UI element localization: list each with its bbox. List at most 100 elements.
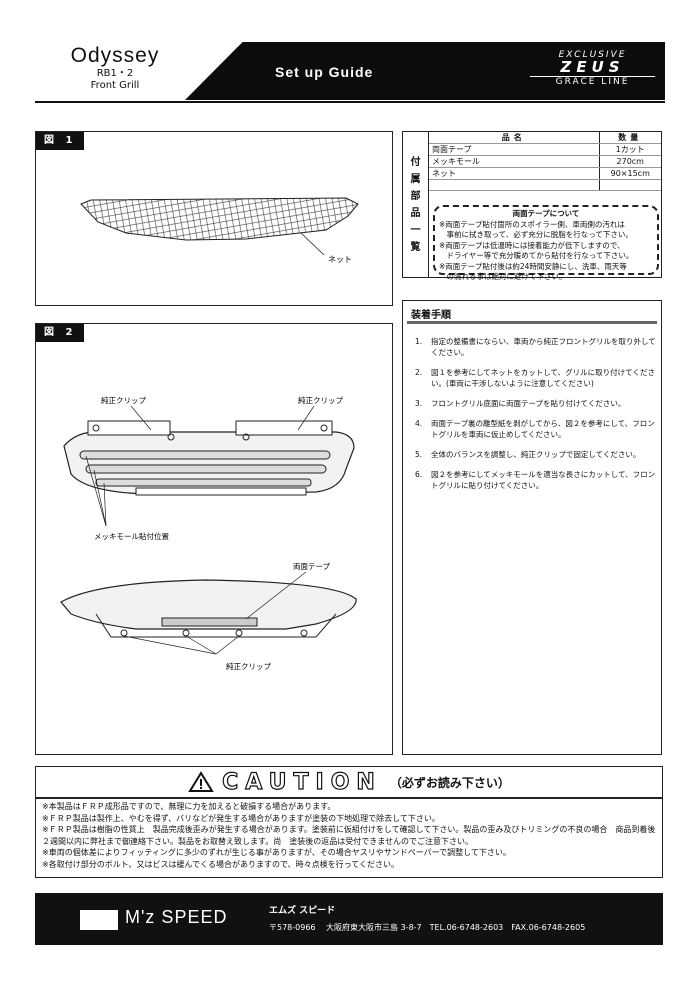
leader	[297, 405, 315, 431]
footer: M'z SPEED エムズ スピード 〒578-0966 大阪府東大阪市三島 3…	[35, 893, 663, 945]
list-item: 6. 図２を参考にしてメッキモールを適当な長さにカットして、フロントグリルに貼り付…	[415, 469, 661, 491]
notice-line: ※両面テープ貼付箇所のスポイラー側、車両側の汚れは	[439, 219, 625, 229]
logo-mark	[80, 910, 118, 930]
brand-logo: EXCLUSIVE ZEUS GRACE LINE	[530, 50, 655, 87]
header-rule	[35, 101, 665, 103]
net-shape	[80, 197, 359, 241]
net-leader	[300, 232, 325, 256]
tape-label: 両面テープ	[293, 562, 331, 571]
caution-list: ※本製品はＦＲＰ成形品ですので、無理に力を加えると破損する場合があります。 ※Ｆ…	[36, 799, 662, 872]
company-name: エムズ スピード	[269, 906, 336, 916]
part-name: 両面テープ	[429, 143, 599, 156]
warning-icon	[188, 771, 214, 792]
list-item: ※車両の個体差によりフィッティングに多少のずれが生じる事がありますが、その場合ヤ…	[42, 848, 511, 857]
steps-title: 装着手順	[411, 310, 451, 321]
grill-bottom-view	[60, 579, 357, 630]
list-item: ※本製品はＦＲＰ成形品ですので、無理に力を加えると破損する場合があります。	[42, 802, 336, 811]
net-label: ネット	[328, 255, 352, 264]
parts-table: 品名 数量 両面テープ 1カット メッキモール 270cm ネット 90×15c…	[429, 132, 661, 191]
step-text: 指定の整備書にならい、車両から純正フロントグリルを取り外してください。	[431, 337, 656, 357]
caution-header: CAUTION （必ずお読み下さい）	[36, 767, 662, 799]
list-item: ※各取付け部分のボルト、又はビスは緩んでくる場合がありますので、時々点検を行って…	[42, 859, 400, 869]
side-char: 覧	[410, 241, 421, 253]
notice-line: の濡れる事は絶対に避けて下さい。	[439, 272, 567, 281]
grill-lower-lip	[135, 487, 307, 496]
clip-hole	[167, 433, 175, 441]
step-text: 両面テープ裏の離型紙を剥がしてから、図２を参考にして、フロントグリルを車両に仮止…	[431, 419, 655, 439]
notice-line: ※両面テープは低温時には接着能力が低下しますので、	[439, 240, 625, 250]
model-name: Odyssey	[70, 44, 160, 67]
step-number: 2.	[415, 368, 423, 377]
step-text: 図２を参考にしてメッキモールを適当な長さにカットして、フロントグリルに貼り付けて…	[431, 470, 656, 490]
notice-title: 両面テープについて	[512, 209, 580, 218]
leader	[215, 635, 240, 655]
chassis-code: RB1・2	[96, 68, 134, 79]
clip-hole	[235, 629, 243, 637]
list-item: 5.全体のバランスを調整し、純正クリップで固定してください。	[415, 449, 661, 460]
steps-list: 1.指定の整備書にならい、車両から純正フロントグリルを取り外してください。 2.…	[415, 336, 661, 500]
parts-side-label: 付 属 部 品 一 覧	[403, 132, 429, 277]
part-name: ネット	[429, 167, 599, 180]
figure-1: 図 1 ネット	[35, 131, 393, 306]
leader	[103, 482, 107, 527]
molding-strip	[85, 464, 327, 474]
parts-list: 付 属 部 品 一 覧 品名 数量 両面テープ 1カット メッキモール 270c…	[402, 131, 662, 281]
net-diagram: ネット	[80, 197, 359, 264]
clip-hole	[120, 629, 128, 637]
grill-bottom-edge	[95, 613, 337, 638]
side-char: 属	[410, 173, 421, 185]
side-char: 品	[410, 207, 421, 219]
steps-rule	[407, 321, 657, 324]
clip-hole	[92, 424, 100, 432]
step-number: 3.	[415, 399, 423, 408]
side-char: 付	[410, 156, 421, 168]
guide-title: Set up Guide	[275, 64, 374, 80]
notice-line: 事前に拭き取って、必ず充分に脱脂を行なって下さい。	[439, 230, 633, 239]
caution-box: CAUTION （必ずお読み下さい） ※本製品はＦＲＰ成形品ですので、無理に力を…	[35, 766, 663, 878]
clip-label-left: 純正クリップ	[101, 395, 146, 405]
leader	[85, 455, 107, 527]
part-name: メッキモール	[429, 155, 599, 168]
leader	[185, 635, 217, 655]
table-row: ネット 90×15cm	[429, 167, 661, 180]
leader	[123, 635, 217, 655]
part-name: Front Grill	[90, 80, 140, 91]
clip-mount-left	[87, 420, 171, 436]
header-band	[185, 42, 665, 100]
brand-main: ZEUS	[560, 58, 625, 76]
table-row	[429, 179, 661, 191]
list-item: 3. フロントグリル底面に両面テープを貼り付けてください。	[415, 398, 661, 409]
col-name: 品名	[429, 132, 599, 144]
list-item: 2.図１を参考にしてネットをカットして、グリルに取り付けてください。(車両に干渉…	[415, 367, 661, 389]
molding-strip	[95, 478, 312, 487]
brand-bottom: GRACE LINE	[530, 76, 655, 87]
col-qty: 数量	[598, 132, 661, 144]
leader	[245, 571, 307, 620]
part-name	[429, 179, 599, 191]
part-qty	[598, 179, 661, 191]
clip-label-right: 純正クリップ	[298, 395, 343, 405]
company-logo: M'z SPEED	[125, 907, 228, 927]
caution-subtitle: （必ずお読み下さい）	[389, 775, 510, 790]
list-item: 1.指定の整備書にならい、車両から純正フロントグリルを取り外してください。	[415, 336, 661, 358]
step-number: 4.	[415, 419, 423, 428]
figure-2: 図 2 純正クリップ 純正クリップ メッキモール貼付位置 両面テープ	[35, 323, 393, 755]
figure-2-tag: 図 2	[36, 324, 84, 342]
clip-hole	[320, 424, 328, 432]
clip-label-bottom: 純正クリップ	[226, 661, 271, 671]
part-qty: 270cm	[598, 155, 661, 168]
step-text: 全体のバランスを調整し、純正クリップで固定してください。	[431, 450, 641, 459]
side-char: 部	[410, 190, 421, 202]
list-item: 4. 両面テープ裏の離型紙を剥がしてから、図２を参考にして、フロントグリルを車両に…	[415, 418, 661, 440]
molding-position-label: メッキモール貼付位置	[94, 531, 169, 541]
table-row: メッキモール 270cm	[429, 155, 661, 168]
tape-strip	[161, 617, 258, 627]
table-header-row: 品名 数量	[429, 132, 661, 144]
clip-hole	[242, 433, 250, 441]
clip-mount-right	[235, 420, 333, 436]
step-text: フロントグリル底面に両面テープを貼り付けてください。	[431, 399, 626, 408]
side-char: 一	[410, 224, 421, 236]
leader	[93, 469, 107, 527]
notice-line: ※両面テープ貼付後は約24時間安静にし、洗車、雨天等	[439, 261, 627, 271]
step-number: 6.	[415, 470, 423, 479]
